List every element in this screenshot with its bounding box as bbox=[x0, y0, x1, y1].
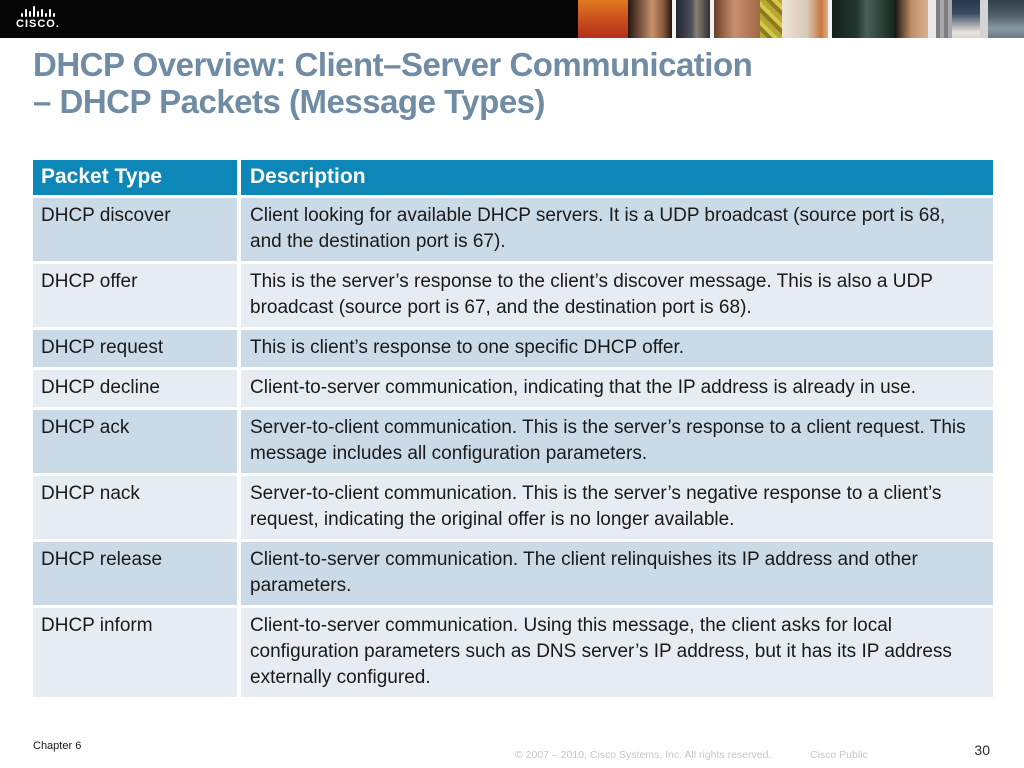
packet-type-cell: DHCP ack bbox=[33, 410, 237, 473]
packet-type-cell: DHCP decline bbox=[33, 370, 237, 407]
table-row: DHCP inform Client-to-server communicati… bbox=[33, 608, 993, 697]
description-cell: Client-to-server communication, indicati… bbox=[241, 370, 993, 407]
packet-type-cell: DHCP nack bbox=[33, 476, 237, 539]
packet-type-cell: DHCP release bbox=[33, 542, 237, 605]
packet-type-cell: DHCP discover bbox=[33, 198, 237, 261]
cisco-logo-bars-icon bbox=[20, 5, 55, 17]
packet-type-cell: DHCP offer bbox=[33, 264, 237, 327]
description-cell: Server-to-client communication. This is … bbox=[241, 410, 993, 473]
collage-photo bbox=[895, 0, 928, 38]
collage-divider bbox=[980, 0, 988, 38]
collage-divider bbox=[710, 0, 714, 38]
collage-photo bbox=[832, 0, 895, 38]
column-header-description: Description bbox=[241, 160, 993, 195]
collage-photo bbox=[628, 0, 672, 38]
table-row: DHCP discover Client looking for availab… bbox=[33, 198, 993, 261]
description-cell: This is the server’s response to the cli… bbox=[241, 264, 993, 327]
photo-collage bbox=[578, 0, 1024, 38]
title-line-1: DHCP Overview: Client–Server Communicati… bbox=[33, 46, 753, 83]
slide-title: DHCP Overview: Client–Server Communicati… bbox=[33, 46, 993, 120]
banner-black-area: cisco bbox=[0, 0, 578, 38]
footer-chapter: Chapter 6 bbox=[33, 740, 82, 752]
cisco-logo-text: cisco bbox=[16, 18, 60, 30]
top-banner: cisco bbox=[0, 0, 1024, 38]
table-header-row: Packet Type Description bbox=[33, 160, 993, 195]
description-cell: This is client’s response to one specifi… bbox=[241, 330, 993, 367]
table-row: DHCP request This is client’s response t… bbox=[33, 330, 993, 367]
cisco-logo: cisco bbox=[16, 5, 60, 30]
table-row: DHCP release Client-to-server communicat… bbox=[33, 542, 993, 605]
packet-table: Packet Type Description DHCP discover Cl… bbox=[33, 160, 993, 700]
packet-table-body: DHCP discover Client looking for availab… bbox=[33, 198, 993, 697]
collage-divider bbox=[672, 0, 676, 38]
collage-photo bbox=[952, 0, 980, 38]
collage-photo bbox=[988, 0, 1024, 38]
table-row: DHCP nack Server-to-client communication… bbox=[33, 476, 993, 539]
collage-photo bbox=[714, 0, 760, 38]
collage-divider bbox=[928, 0, 936, 38]
column-header-packet-type: Packet Type bbox=[33, 160, 237, 195]
footer-copyright: © 2007 – 2010, Cisco Systems, Inc. All r… bbox=[515, 749, 772, 761]
collage-photo bbox=[936, 0, 952, 38]
collage-photo bbox=[760, 0, 782, 38]
collage-photo bbox=[782, 0, 828, 38]
description-cell: Client-to-server communication. The clie… bbox=[241, 542, 993, 605]
collage-photo bbox=[676, 0, 710, 38]
footer-page-number: 30 bbox=[974, 742, 990, 758]
description-cell: Client looking for available DHCP server… bbox=[241, 198, 993, 261]
title-line-2: – DHCP Packets (Message Types) bbox=[33, 83, 546, 120]
table-row: DHCP decline Client-to-server communicat… bbox=[33, 370, 993, 407]
table-row: DHCP ack Server-to-client communication.… bbox=[33, 410, 993, 473]
packet-type-cell: DHCP inform bbox=[33, 608, 237, 697]
packet-type-cell: DHCP request bbox=[33, 330, 237, 367]
collage-divider bbox=[828, 0, 832, 38]
description-cell: Server-to-client communication. This is … bbox=[241, 476, 993, 539]
collage-photo bbox=[578, 0, 628, 38]
footer-classification: Cisco Public bbox=[810, 749, 868, 761]
description-cell: Client-to-server communication. Using th… bbox=[241, 608, 993, 697]
table-row: DHCP offer This is the server’s response… bbox=[33, 264, 993, 327]
